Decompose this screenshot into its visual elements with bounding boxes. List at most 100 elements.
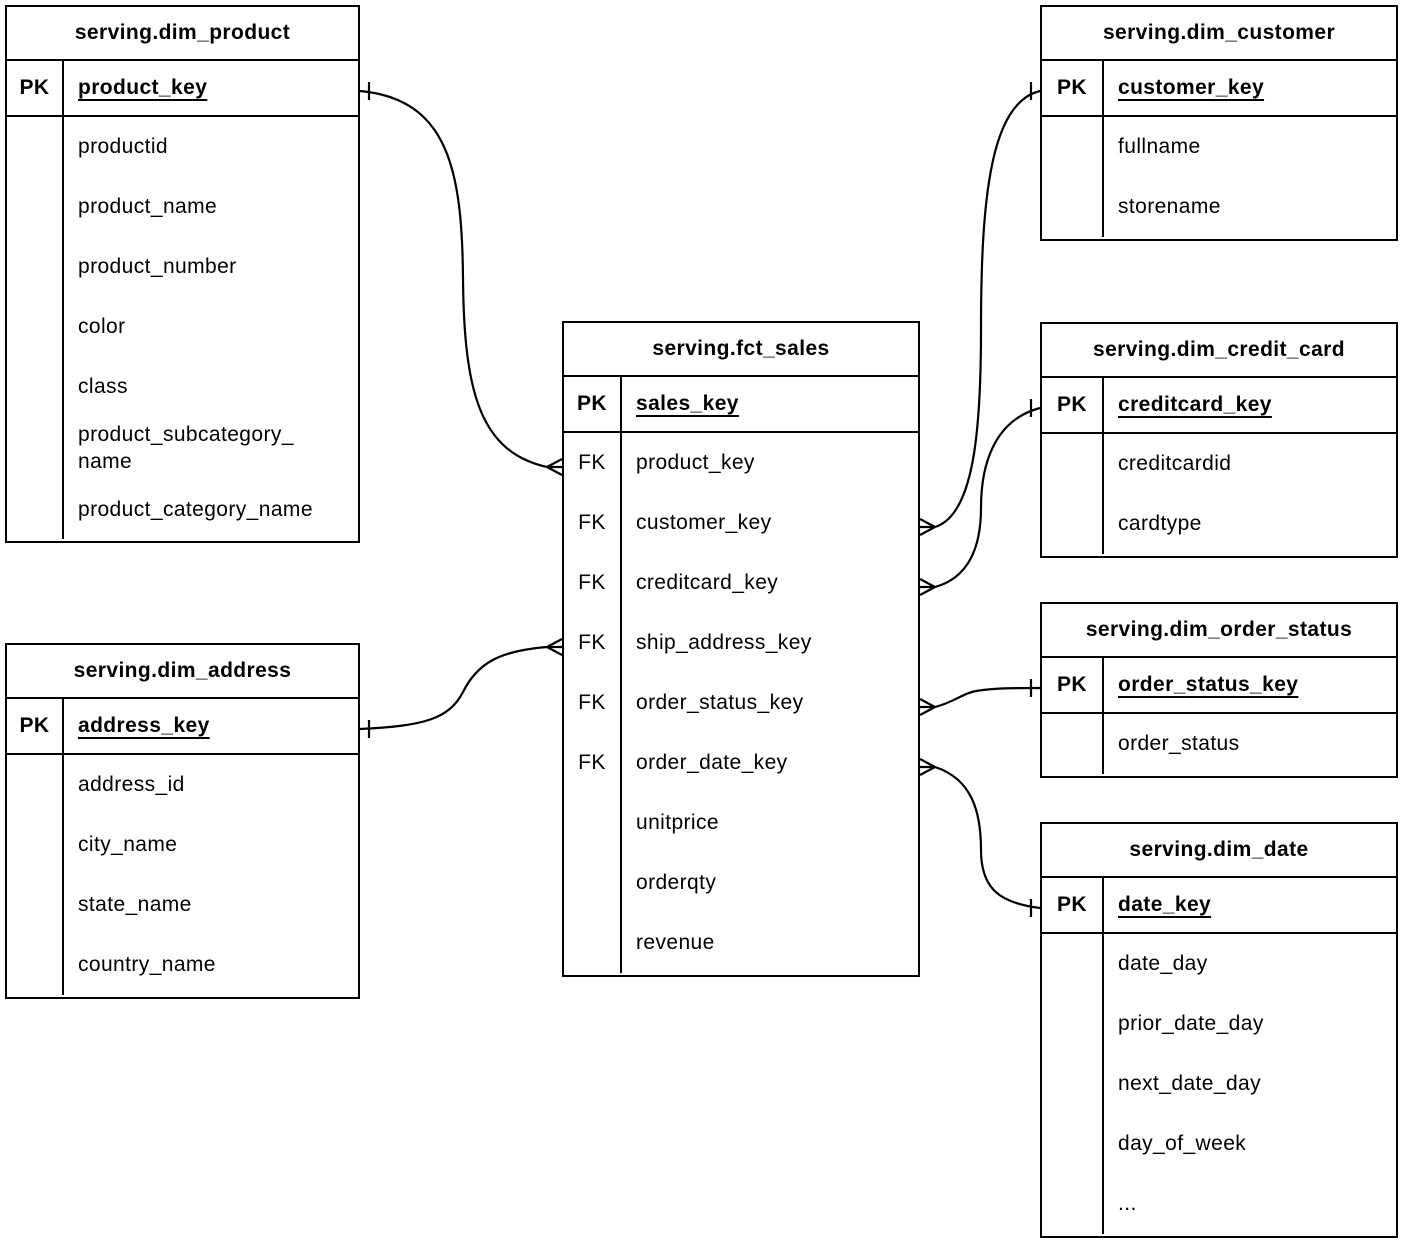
field-name: order_date_key [636, 751, 788, 775]
field-name: product_key [636, 451, 755, 475]
key-tag [7, 177, 64, 237]
pk-field-name: date_key [1118, 893, 1212, 917]
relation-fct-sales-to-dim-customer [919, 82, 1041, 536]
relation-fct-sales-to-dim-date [919, 758, 1041, 917]
field-row: city_name [7, 815, 358, 875]
field-row: address_id [7, 755, 358, 815]
field-name: ... [1118, 1192, 1137, 1216]
field-row: country_name [7, 935, 358, 995]
pk-tag: PK [1042, 378, 1104, 432]
relation-fct-sales-to-dim-credit-card [919, 399, 1041, 596]
crow-foot-icon [919, 518, 936, 536]
key-tag: FK [564, 733, 622, 793]
relation-fct-sales-to-dim-order-status [919, 679, 1041, 716]
table-title: serving.fct_sales [564, 323, 918, 377]
relation-line [920, 686, 1041, 709]
entity-fct-sales: serving.fct_sales PK sales_key FK produc… [562, 321, 920, 977]
key-tag [7, 479, 64, 540]
field-list: creditcardid cardtype [1042, 434, 1396, 556]
key-tag [1042, 494, 1104, 554]
field-row: orderqty [564, 853, 918, 913]
field-row: next_date_day [1042, 1054, 1396, 1114]
field-name: country_name [78, 953, 216, 977]
field-name: storename [1118, 195, 1221, 219]
pk-tag: PK [7, 61, 64, 115]
field-name: productid [78, 135, 168, 159]
field-name: product_number [78, 255, 237, 279]
field-row: ... [1042, 1174, 1396, 1234]
field-name: revenue [636, 931, 715, 955]
field-list: address_id city_name state_name country_… [7, 755, 358, 997]
key-tag [7, 117, 64, 177]
entity-dim-product: serving.dim_product PK product_key produ… [5, 5, 360, 544]
key-tag [1042, 1174, 1104, 1234]
key-tag [7, 237, 64, 297]
pk-field-name: address_key [78, 714, 210, 738]
table-title: serving.dim_product [7, 7, 358, 61]
key-tag: FK [564, 673, 622, 733]
pk-field-name: creditcard_key [1118, 393, 1272, 417]
table-title: serving.dim_order_status [1042, 604, 1396, 658]
key-tag [564, 793, 622, 853]
relation-line [359, 89, 562, 469]
table-title: serving.dim_address [7, 645, 358, 699]
field-list: fullname storename [1042, 117, 1396, 239]
field-row: cardtype [1042, 494, 1396, 554]
entity-dim-address: serving.dim_address PK address_key addre… [5, 643, 360, 999]
key-tag [7, 935, 64, 995]
field-row: prior_date_day [1042, 994, 1396, 1054]
field-name: color [78, 315, 126, 339]
key-tag [1042, 177, 1104, 237]
pk-row: PK creditcard_key [1042, 378, 1396, 434]
field-name: order_status [1118, 732, 1240, 756]
key-tag: FK [564, 613, 622, 673]
entity-dim-date: serving.dim_date PK date_key date_day pr… [1040, 822, 1398, 1238]
entity-dim-order-status: serving.dim_order_status PK order_status… [1040, 602, 1398, 778]
pk-tag: PK [1042, 878, 1104, 932]
crow-foot-icon [919, 578, 936, 596]
field-name: customer_key [636, 511, 772, 535]
relation-line [920, 89, 1041, 529]
field-row: productid [7, 117, 358, 177]
field-row: state_name [7, 875, 358, 935]
pk-row: PK customer_key [1042, 61, 1396, 117]
field-row: date_day [1042, 934, 1396, 994]
key-tag [1042, 1054, 1104, 1114]
field-name: orderqty [636, 871, 717, 895]
key-tag [7, 417, 64, 480]
relation-line [359, 645, 562, 731]
field-name: product_name [78, 195, 218, 219]
field-name: creditcardid [1118, 452, 1232, 476]
pk-row: PK address_key [7, 699, 358, 755]
field-row: FK customer_key [564, 493, 918, 553]
field-name: product_subcategory_name [78, 423, 294, 474]
field-name: ship_address_key [636, 631, 812, 655]
field-name: address_id [78, 773, 185, 797]
pk-tag: PK [1042, 658, 1104, 712]
key-tag [1042, 934, 1104, 994]
table-title: serving.dim_customer [1042, 7, 1396, 61]
crow-foot-icon [919, 698, 936, 716]
table-title: serving.dim_date [1042, 824, 1396, 878]
relation-dim-address-to-fct-sales [359, 638, 563, 738]
table-title: serving.dim_credit_card [1042, 324, 1396, 378]
key-tag [1042, 117, 1104, 177]
field-row: revenue [564, 913, 918, 973]
field-row: FK order_date_key [564, 733, 918, 793]
entity-dim-customer: serving.dim_customer PK customer_key ful… [1040, 5, 1398, 241]
key-tag: FK [564, 433, 622, 493]
field-list: FK product_key FK customer_key FK credit… [564, 433, 918, 975]
field-name: state_name [78, 893, 192, 917]
field-row: FK order_status_key [564, 673, 918, 733]
key-tag [1042, 434, 1104, 494]
field-row: FK creditcard_key [564, 553, 918, 613]
field-list: date_day prior_date_day next_date_day da… [1042, 934, 1396, 1236]
key-tag [564, 913, 622, 973]
field-name: cardtype [1118, 512, 1202, 536]
field-row: day_of_week [1042, 1114, 1396, 1174]
crow-foot-icon [546, 458, 563, 476]
field-name: prior_date_day [1118, 1012, 1264, 1036]
pk-row: PK date_key [1042, 878, 1396, 934]
pk-tag: PK [1042, 61, 1104, 115]
